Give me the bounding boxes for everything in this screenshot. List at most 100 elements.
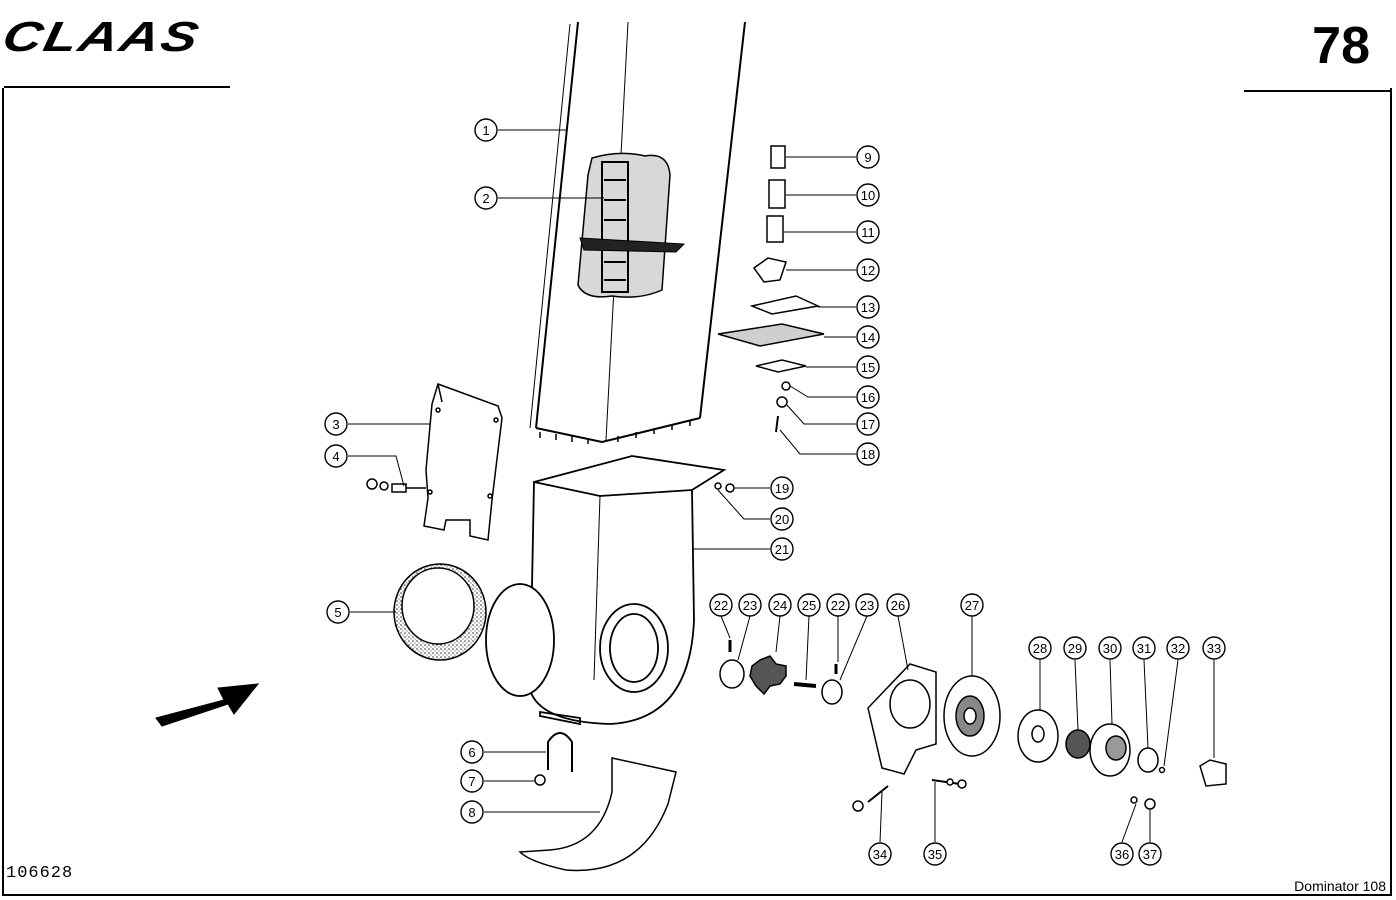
callout-22a: 22 [709, 593, 733, 617]
svg-text:28: 28 [1033, 641, 1047, 656]
callout-26: 26 [886, 593, 910, 617]
callout-leader-lines [348, 129, 1215, 843]
callout-32: 32 [1166, 636, 1190, 660]
svg-text:18: 18 [861, 447, 875, 462]
svg-text:4: 4 [332, 449, 339, 464]
callout-23b: 23 [855, 593, 879, 617]
callout-13: 13 [856, 295, 880, 319]
callout-28: 28 [1028, 636, 1052, 660]
svg-text:30: 30 [1103, 641, 1117, 656]
blower-housing [485, 455, 727, 726]
bearing-flange [943, 675, 1001, 757]
callout-1: 1 [474, 118, 498, 142]
svg-text:22: 22 [714, 598, 728, 613]
svg-text:35: 35 [928, 847, 942, 862]
callout-14: 14 [856, 325, 880, 349]
callout-22b: 22 [826, 593, 850, 617]
bottom-shield [518, 757, 677, 872]
callout-19: 19 [770, 476, 794, 500]
washer-nut-small [714, 482, 735, 493]
svg-text:21: 21 [775, 542, 789, 557]
callout-7: 7 [460, 769, 484, 793]
diagram-frame [2, 88, 1392, 896]
svg-text:25: 25 [802, 598, 816, 613]
svg-text:6: 6 [468, 745, 475, 760]
callout-20: 20 [770, 507, 794, 531]
svg-text:31: 31 [1137, 641, 1151, 656]
svg-text:15: 15 [861, 360, 875, 375]
callout-18: 18 [856, 442, 880, 466]
logo-underline [4, 86, 230, 88]
bolt-with-washers [366, 478, 426, 493]
callout-5: 5 [326, 600, 350, 624]
svg-text:9: 9 [864, 150, 871, 165]
elevator-tube [529, 21, 746, 444]
callout-25: 25 [797, 593, 821, 617]
svg-text:17: 17 [861, 417, 875, 432]
svg-text:37: 37 [1143, 847, 1157, 862]
svg-text:5: 5 [334, 605, 341, 620]
svg-text:1: 1 [482, 123, 489, 138]
callout-3: 3 [324, 412, 348, 436]
svg-text:34: 34 [873, 847, 887, 862]
svg-text:7: 7 [468, 774, 475, 789]
callout-10: 10 [856, 183, 880, 207]
svg-text:33: 33 [1207, 641, 1221, 656]
svg-text:36: 36 [1115, 847, 1129, 862]
svg-text:10: 10 [861, 188, 875, 203]
ring-band [393, 563, 487, 661]
bearing-bracket [867, 663, 937, 775]
svg-text:16: 16 [861, 390, 875, 405]
u-bolt [547, 732, 573, 772]
callout-9: 9 [856, 145, 880, 169]
chain-link-parts [717, 145, 825, 433]
callout-2: 2 [474, 186, 498, 210]
callout-27: 27 [960, 593, 984, 617]
callout-12: 12 [856, 258, 880, 282]
svg-text:24: 24 [773, 598, 787, 613]
svg-text:27: 27 [965, 598, 979, 613]
callout-34: 34 [868, 842, 892, 866]
drawing-reference-code: 106628 [6, 864, 74, 883]
callout-33: 33 [1202, 636, 1226, 660]
callout-11: 11 [856, 220, 880, 244]
svg-text:11: 11 [861, 225, 875, 240]
bolt-hardware [852, 778, 1156, 812]
callout-37: 37 [1138, 842, 1162, 866]
callout-35: 35 [923, 842, 947, 866]
callout-8: 8 [460, 800, 484, 824]
svg-text:12: 12 [861, 263, 875, 278]
page-number: 78 [1312, 17, 1370, 75]
svg-text:29: 29 [1068, 641, 1082, 656]
page-number-underline [1244, 90, 1390, 92]
callout-30: 30 [1098, 636, 1122, 660]
callout-4: 4 [324, 444, 348, 468]
callout-bubbles: 1 2 3 4 5 6 7 8 9 10 11 12 13 14 15 16 1… [324, 118, 1226, 866]
bearing-parts [1017, 709, 1227, 787]
callout-23a: 23 [738, 593, 762, 617]
svg-text:23: 23 [743, 598, 757, 613]
svg-text:3: 3 [332, 417, 339, 432]
svg-text:8: 8 [468, 805, 475, 820]
flow-direction-arrow-icon [155, 683, 260, 727]
svg-text:26: 26 [891, 598, 905, 613]
svg-text:14: 14 [861, 330, 875, 345]
callout-17: 17 [856, 412, 880, 436]
svg-text:2: 2 [482, 191, 489, 206]
paddle-chain-cutout [577, 152, 686, 298]
svg-text:23: 23 [860, 598, 874, 613]
svg-text:20: 20 [775, 512, 789, 527]
cover-plate [423, 383, 503, 541]
callout-29: 29 [1063, 636, 1087, 660]
callout-21: 21 [770, 537, 794, 561]
hex-nut [534, 774, 546, 786]
svg-text:22: 22 [831, 598, 845, 613]
callout-6: 6 [460, 740, 484, 764]
svg-text:13: 13 [861, 300, 875, 315]
callout-24: 24 [768, 593, 792, 617]
callout-15: 15 [856, 355, 880, 379]
callout-16: 16 [856, 385, 880, 409]
callout-36: 36 [1110, 842, 1134, 866]
